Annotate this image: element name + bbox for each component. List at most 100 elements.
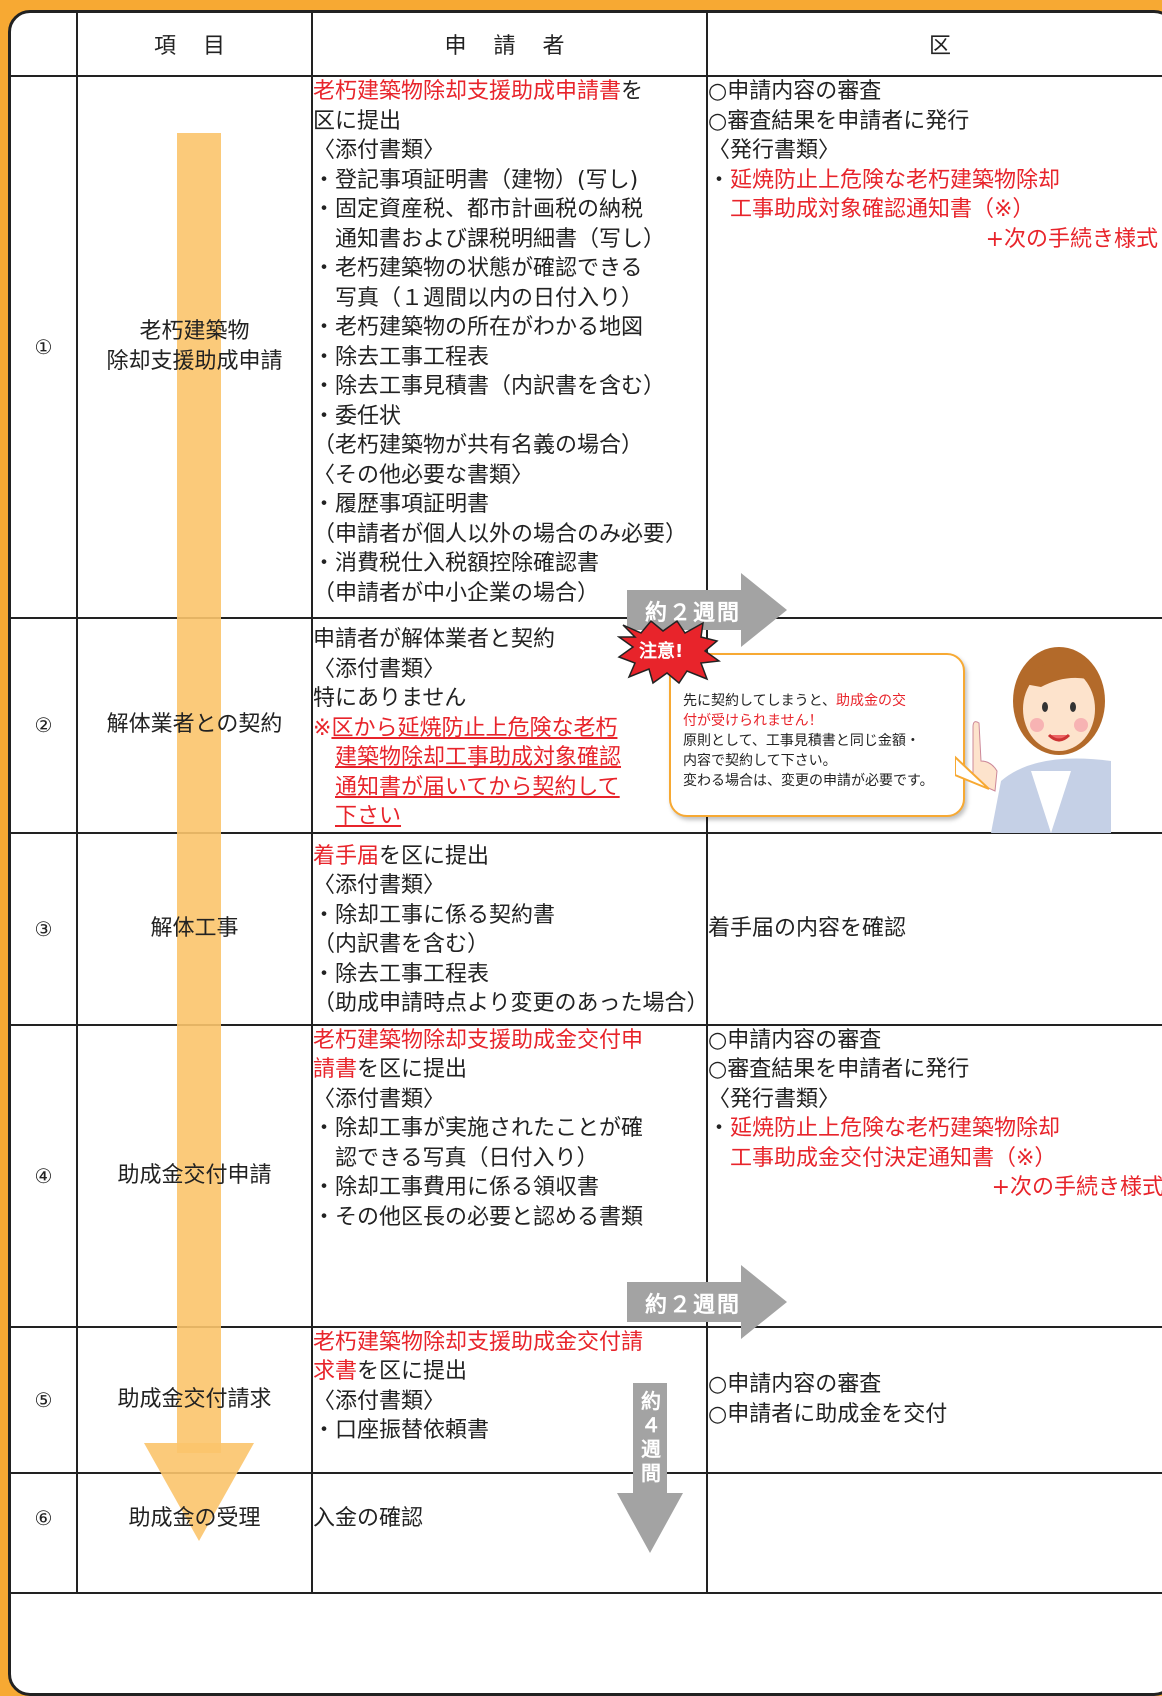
doc-line: （助成申請時点より変更のあった場合） (313, 991, 709, 1016)
issued-document: 工事助成金交付決定通知書（※） (730, 1145, 1057, 1171)
doc-line: ・固定資産税、都市計画税の納税 (313, 197, 644, 222)
step-item-label: 解体工事 (150, 915, 239, 941)
applicant-text: を (621, 79, 644, 104)
applicant-cell: 着手届を区に提出 〈添付書類〉 ・除却工事に係る契約書 （内訳書を含む） ・除去… (312, 832, 709, 1026)
doc-line: （内訳書を含む） (313, 932, 490, 957)
header-num-cell (11, 13, 78, 77)
doc-line: 〈添付書類〉 (313, 1388, 446, 1414)
applicant-text: を区に提出 (357, 1057, 468, 1082)
note-warning: 付が受けられません！ (683, 713, 823, 729)
duration-char: ４ (641, 1413, 661, 1437)
step-item: 解体業者との契約 (77, 618, 313, 834)
doc-line: ・除去工事工程表 (313, 344, 490, 370)
doc-line: ・登記事項証明書（建物）(写し) (313, 167, 639, 193)
doc-line: 認できる写真（日付入り） (313, 1145, 599, 1171)
ward-line: ○審査結果を申請者に発行 (708, 1057, 970, 1082)
doc-line: ・履歴事項証明書 (313, 492, 490, 517)
doc-line: ・口座振替依頼書 (313, 1418, 490, 1443)
contract-warning: 区から延焼防止上危険な老朽 (331, 715, 618, 741)
applicant-text: 申請者が解体業者と契約 (313, 627, 556, 652)
contract-warning: 建築物除却工事助成対象確認 (335, 745, 622, 770)
doc-line: ・除却工事に係る契約書 (313, 902, 556, 928)
issued-document: +次の手続き様式 (985, 226, 1158, 252)
duration-label: 約２週間 (645, 1293, 742, 1318)
applicant-text: を区に提出 (379, 843, 490, 869)
applicant-text: 入金の確認 (313, 1505, 424, 1531)
doc-line: ・除却工事が実施されたことが確 (313, 1116, 644, 1141)
application-form-name: 老朽建築物除却支援助成金交付請 (313, 1329, 644, 1355)
doc-line: （申請者が個人以外の場合のみ必要） (313, 521, 688, 547)
application-form-name: 老朽建築物除却支援助成申請書 (313, 79, 622, 104)
step-item: 助成金の受理 (77, 1472, 313, 1594)
flow-table-frame: 項 目 申 請 者 区 ① 老朽建築物 除却支援助成申請 老朽建築物除却支援助成… (8, 10, 1162, 1696)
ward-line: ○申請内容の審査 (708, 1027, 882, 1053)
doc-line: （老朽建築物が共有名義の場合） (313, 433, 644, 458)
issued-document: 延焼防止上危険な老朽建築物除却 (730, 1116, 1061, 1141)
issued-document: 工事助成対象確認通知書（※） (730, 197, 1035, 222)
doc-line: ・消費税仕入税額控除確認書 (313, 551, 600, 576)
step-item: 助成金交付申請 (77, 1024, 313, 1328)
doc-line: ・老朽建築物の所在がわかる地図 (313, 315, 644, 340)
duration-label: 約２週間 (645, 601, 742, 626)
doc-line: 〈添付書類〉 (313, 656, 446, 682)
contract-warning: 通知書が届いてから契約して (335, 774, 620, 800)
bullet: ・ (708, 167, 731, 193)
issued-document: +次の手続き様式 (991, 1175, 1162, 1200)
doc-line: 〈添付書類〉 (313, 873, 446, 898)
application-form-name: 老朽建築物除却支援助成金交付申 (313, 1027, 644, 1053)
ward-cell: ○申請内容の審査 ○審査結果を申請者に発行 〈発行書類〉 ・延焼防止上危険な老朽… (707, 76, 1162, 619)
doc-line: 特にありません (313, 686, 467, 711)
doc-line: ・除去工事見積書（内訳書を含む） (313, 374, 666, 399)
ward-line: 〈発行書類〉 (708, 1086, 841, 1112)
doc-line: 〈その他必要な書類〉 (313, 462, 534, 488)
caution-burst: 注意! (616, 619, 722, 689)
note-line: 先に契約してしまうと、 (683, 693, 837, 709)
ward-text: 着手届の内容を確認 (708, 915, 907, 941)
applicant-cell: 老朽建築物除却支援助成金交付申 請書を区に提出 〈添付書類〉 ・除却工事が実施さ… (312, 1024, 708, 1328)
step-item-label: 助成金交付申請 (117, 1162, 272, 1188)
doc-line: ・老朽建築物の状態が確認できる (313, 256, 643, 281)
table-row: ③ 解体工事 着手届を区に提出 〈添付書類〉 ・除却工事に係る契約書 （内訳書を… (11, 832, 1162, 1026)
step-item: 老朽建築物 除却支援助成申請 (77, 76, 313, 619)
step-number: ④ (11, 1024, 78, 1328)
step-item-label: 解体業者との契約 (106, 712, 283, 738)
step-item: 解体工事 (77, 832, 313, 1026)
ward-cell (707, 1472, 1162, 1594)
application-form-name: 着手届 (313, 843, 380, 869)
doc-line: 〈添付書類〉 (313, 1086, 446, 1112)
table-row: ① 老朽建築物 除却支援助成申請 老朽建築物除却支援助成申請書を 区に提出 〈添… (11, 76, 1162, 619)
note-warning: 助成金の交 (836, 693, 907, 709)
doc-line: ・委任状 (313, 403, 402, 429)
duration-char: 約 (641, 1389, 661, 1413)
step-item-line: 除却支援助成申請 (106, 349, 283, 374)
step-number: ② (11, 618, 78, 834)
note-line: 変わる場合は、変更の申請が必要です。 (683, 773, 934, 789)
table-row: ⑥ 助成金の受理 入金の確認 (11, 1472, 1162, 1594)
application-form-name: 請書 (313, 1057, 358, 1082)
note-mark: ※ (313, 715, 332, 741)
doc-line: ・除却工事費用に係る領収書 (313, 1175, 600, 1200)
ward-line: ○審査結果を申請者に発行 (708, 108, 970, 134)
duration-char: 週 (641, 1437, 661, 1461)
ward-cell: ○申請内容の審査 ○審査結果を申請者に発行 〈発行書類〉 ・延焼防止上危険な老朽… (707, 1024, 1162, 1328)
step-item: 助成金交付請求 (77, 1326, 313, 1474)
caution-label: 注意! (639, 641, 684, 662)
applicant-text: 区に提出 (313, 108, 402, 134)
step-number: ⑤ (11, 1326, 78, 1474)
header-item: 項 目 (77, 13, 313, 77)
table-row: ④ 助成金交付申請 老朽建築物除却支援助成金交付申 請書を区に提出 〈添付書類〉… (11, 1024, 1162, 1328)
ward-line: ○申請者に助成金を交付 (708, 1401, 948, 1427)
step-number: ③ (11, 832, 78, 1026)
table-row: ⑤ 助成金交付請求 老朽建築物除却支援助成金交付請 求書を区に提出 〈添付書類〉… (11, 1326, 1162, 1474)
applicant-cell: 老朽建築物除却支援助成申請書を 区に提出 〈添付書類〉 ・登記事項証明書（建物）… (312, 76, 708, 619)
doc-line: （申請者が中小企業の場合） (313, 580, 600, 606)
step-item-label: 助成金の受理 (128, 1505, 261, 1531)
issued-document: 延焼防止上危険な老朽建築物除却 (730, 167, 1061, 193)
ward-line: ○申請内容の審査 (708, 1372, 882, 1397)
doc-line: 写真（１週間以内の日付入り） (313, 285, 644, 311)
header-row: 項 目 申 請 者 区 (11, 13, 1162, 77)
header-ward: 区 (707, 13, 1162, 77)
application-form-name: 求書 (313, 1359, 358, 1384)
procedure-table: 項 目 申 請 者 区 ① 老朽建築物 除却支援助成申請 老朽建築物除却支援助成… (11, 13, 1162, 1594)
ward-cell: ○申請内容の審査 ○申請者に助成金を交付 (707, 1326, 1162, 1474)
